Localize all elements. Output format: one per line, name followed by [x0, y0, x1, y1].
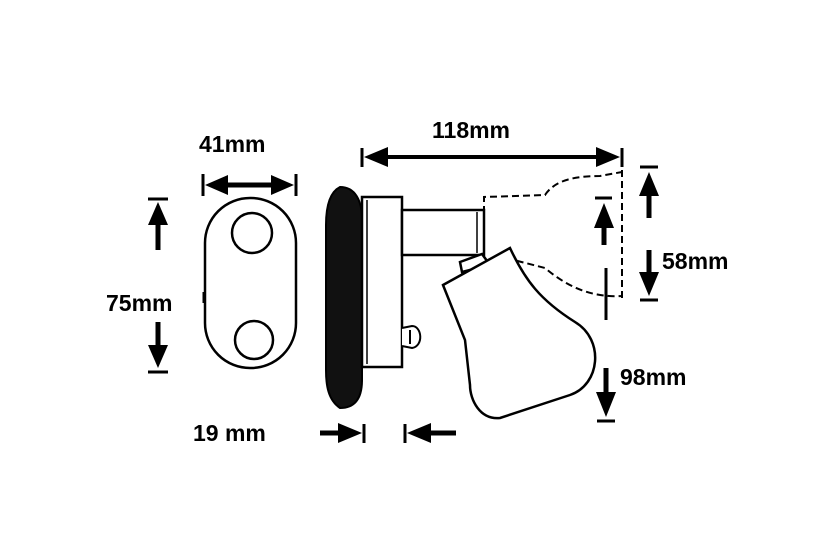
- lower-screw-hole: [233, 319, 275, 361]
- upper-screw-hole: [230, 211, 274, 255]
- total-length-dimension: [360, 147, 624, 167]
- plate-width-dimension: [201, 174, 298, 196]
- wall-plate-side-view: [325, 185, 486, 410]
- head-drop-label: 98mm: [620, 364, 687, 390]
- base-depth-dimension: [320, 423, 456, 443]
- plate-height-label: 75mm: [106, 290, 173, 316]
- head-height-dimension: [639, 165, 659, 302]
- head-height-label: 58mm: [662, 248, 729, 274]
- base-depth-label: 19 mm: [193, 420, 266, 446]
- plate-height-dimension: [148, 197, 206, 374]
- head-upper-position-outline: [483, 170, 623, 300]
- mounting-plate-front-view: [203, 196, 298, 370]
- plate-width-label: 41mm: [199, 131, 266, 157]
- total-length-label: 118mm: [432, 117, 511, 143]
- head-lower-position: [441, 246, 597, 420]
- head-drop-dimension: [594, 196, 616, 423]
